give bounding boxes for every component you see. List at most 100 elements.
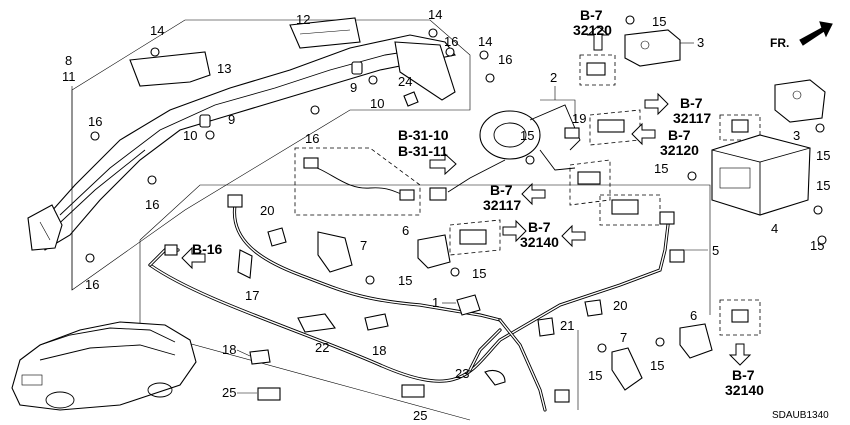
arrow-r5 — [521, 182, 546, 206]
srs-unit — [711, 134, 811, 216]
ref-r3-line2: 32120 — [660, 142, 699, 158]
side-sensor-6a — [417, 234, 451, 269]
ref-r1-line2: 32120 — [573, 22, 612, 38]
callout-20a: 20 — [260, 203, 274, 218]
harness-connector-c — [669, 249, 685, 263]
callout-16e: 16 — [498, 52, 512, 67]
ref-r2-line2: 32117 — [673, 110, 711, 126]
clip-20b — [584, 299, 603, 317]
ref-r4-line2: B-31-11 — [398, 143, 448, 159]
callout-2: 2 — [550, 70, 557, 85]
bolt-16b — [147, 175, 157, 185]
car-silhouette — [11, 321, 197, 411]
bolt-10a — [368, 75, 378, 85]
bolt-15f — [365, 275, 375, 285]
callout-1: 1 — [432, 295, 439, 310]
arrow-r1 — [586, 25, 610, 51]
clip-21 — [537, 317, 555, 337]
bolt-15j — [817, 235, 827, 245]
callout-16d: 16 — [444, 34, 458, 49]
clip-9b — [199, 114, 211, 128]
rear-bracket — [394, 41, 456, 101]
callout-7a: 7 — [360, 238, 367, 253]
front-direction-label: FR. — [770, 36, 789, 50]
bolt-15d — [687, 171, 697, 181]
ref-r2-line1: B-7 — [680, 95, 703, 111]
bolt-16d — [445, 47, 455, 57]
clip-22 — [297, 313, 336, 333]
callout-15h: 15 — [588, 368, 602, 383]
bolt-15h — [597, 343, 607, 353]
ref-r8-line1: B-7 — [732, 367, 755, 383]
callout-10a: 10 — [370, 96, 384, 111]
arrow-r7 — [181, 246, 206, 270]
callout-15b: 15 — [652, 14, 666, 29]
callout-21: 21 — [560, 318, 574, 333]
ref-r5-line2: 32117 — [483, 197, 521, 213]
clip-23 — [484, 369, 506, 386]
harness-connector-d — [554, 389, 570, 403]
callout-5: 5 — [712, 243, 719, 258]
callout-25a: 25 — [222, 385, 236, 400]
callout-15g: 15 — [472, 266, 486, 281]
ref-r6-line1: B-7 — [528, 219, 551, 235]
ref-r5-line1: B-7 — [490, 182, 513, 198]
clip-20a — [267, 227, 287, 247]
callout-14b: 14 — [428, 7, 442, 22]
arrow-r4 — [429, 152, 457, 176]
callout-6b: 6 — [690, 308, 697, 323]
callout-15c: 15 — [816, 148, 830, 163]
callout-15a: 15 — [520, 128, 534, 143]
side-sensor-right — [774, 79, 826, 123]
bolt-15g — [450, 267, 460, 277]
callout-7b: 7 — [620, 330, 627, 345]
arrow-r3 — [631, 122, 656, 146]
callout-9b: 9 — [228, 112, 235, 127]
bolt-15i — [655, 337, 665, 347]
callout-11: 11 — [62, 69, 76, 84]
curtain-airbag — [34, 34, 456, 251]
callout-14c: 14 — [478, 34, 492, 49]
callout-15d: 15 — [654, 161, 668, 176]
callout-13: 13 — [217, 61, 231, 76]
rail-bracket — [289, 17, 361, 49]
callout-16f: 16 — [305, 131, 319, 146]
callout-16a: 16 — [88, 114, 102, 129]
upper-mount-bracket — [129, 51, 211, 87]
callout-3b: 3 — [793, 128, 800, 143]
side-sensor-6b — [679, 323, 713, 359]
clip-9a — [351, 61, 363, 75]
callout-18b: 18 — [372, 343, 386, 358]
arrow-r8 — [728, 343, 752, 366]
reel-connector — [564, 127, 580, 139]
reel-connector-lower — [429, 187, 447, 201]
arrow-r6a — [502, 219, 527, 243]
floor-harness-group: 5 — [139, 184, 719, 421]
callout-22: 22 — [315, 340, 329, 355]
callout-16c: 16 — [85, 277, 99, 292]
bolt-15e — [813, 205, 823, 215]
callout-15f: 15 — [398, 273, 412, 288]
callout-18a: 18 — [222, 342, 236, 357]
callout-15j: 15 — [816, 178, 830, 193]
harness-connector-b — [659, 211, 675, 225]
diagram-code: SDAUB1340 — [772, 410, 829, 421]
callout-9a: 9 — [350, 80, 357, 95]
bolt-14a — [150, 47, 160, 57]
callout-16b: 16 — [145, 197, 159, 212]
front-direction-arrow — [799, 21, 833, 46]
connector-detail-boxes — [294, 54, 761, 336]
harness-small-parts: 20 17 7 15 6 15 1 22 18 18 21 20 23 7 15… — [222, 178, 830, 423]
callout-4: 4 — [771, 221, 778, 236]
clip-17 — [237, 249, 253, 279]
bolt-14b — [428, 28, 438, 38]
callout-3a: 3 — [697, 35, 704, 50]
side-sensor-upper — [624, 29, 681, 67]
callout-25b: 25 — [413, 408, 427, 423]
cable-reel — [479, 110, 541, 160]
harness-connector-a — [227, 194, 243, 208]
curtain-end-bracket — [27, 204, 63, 251]
curtain-airbag-group: 8 11 14 12 13 9 10 9 10 24 14 16 14 16 1… — [27, 7, 512, 292]
front-sensor-7a — [317, 231, 353, 273]
